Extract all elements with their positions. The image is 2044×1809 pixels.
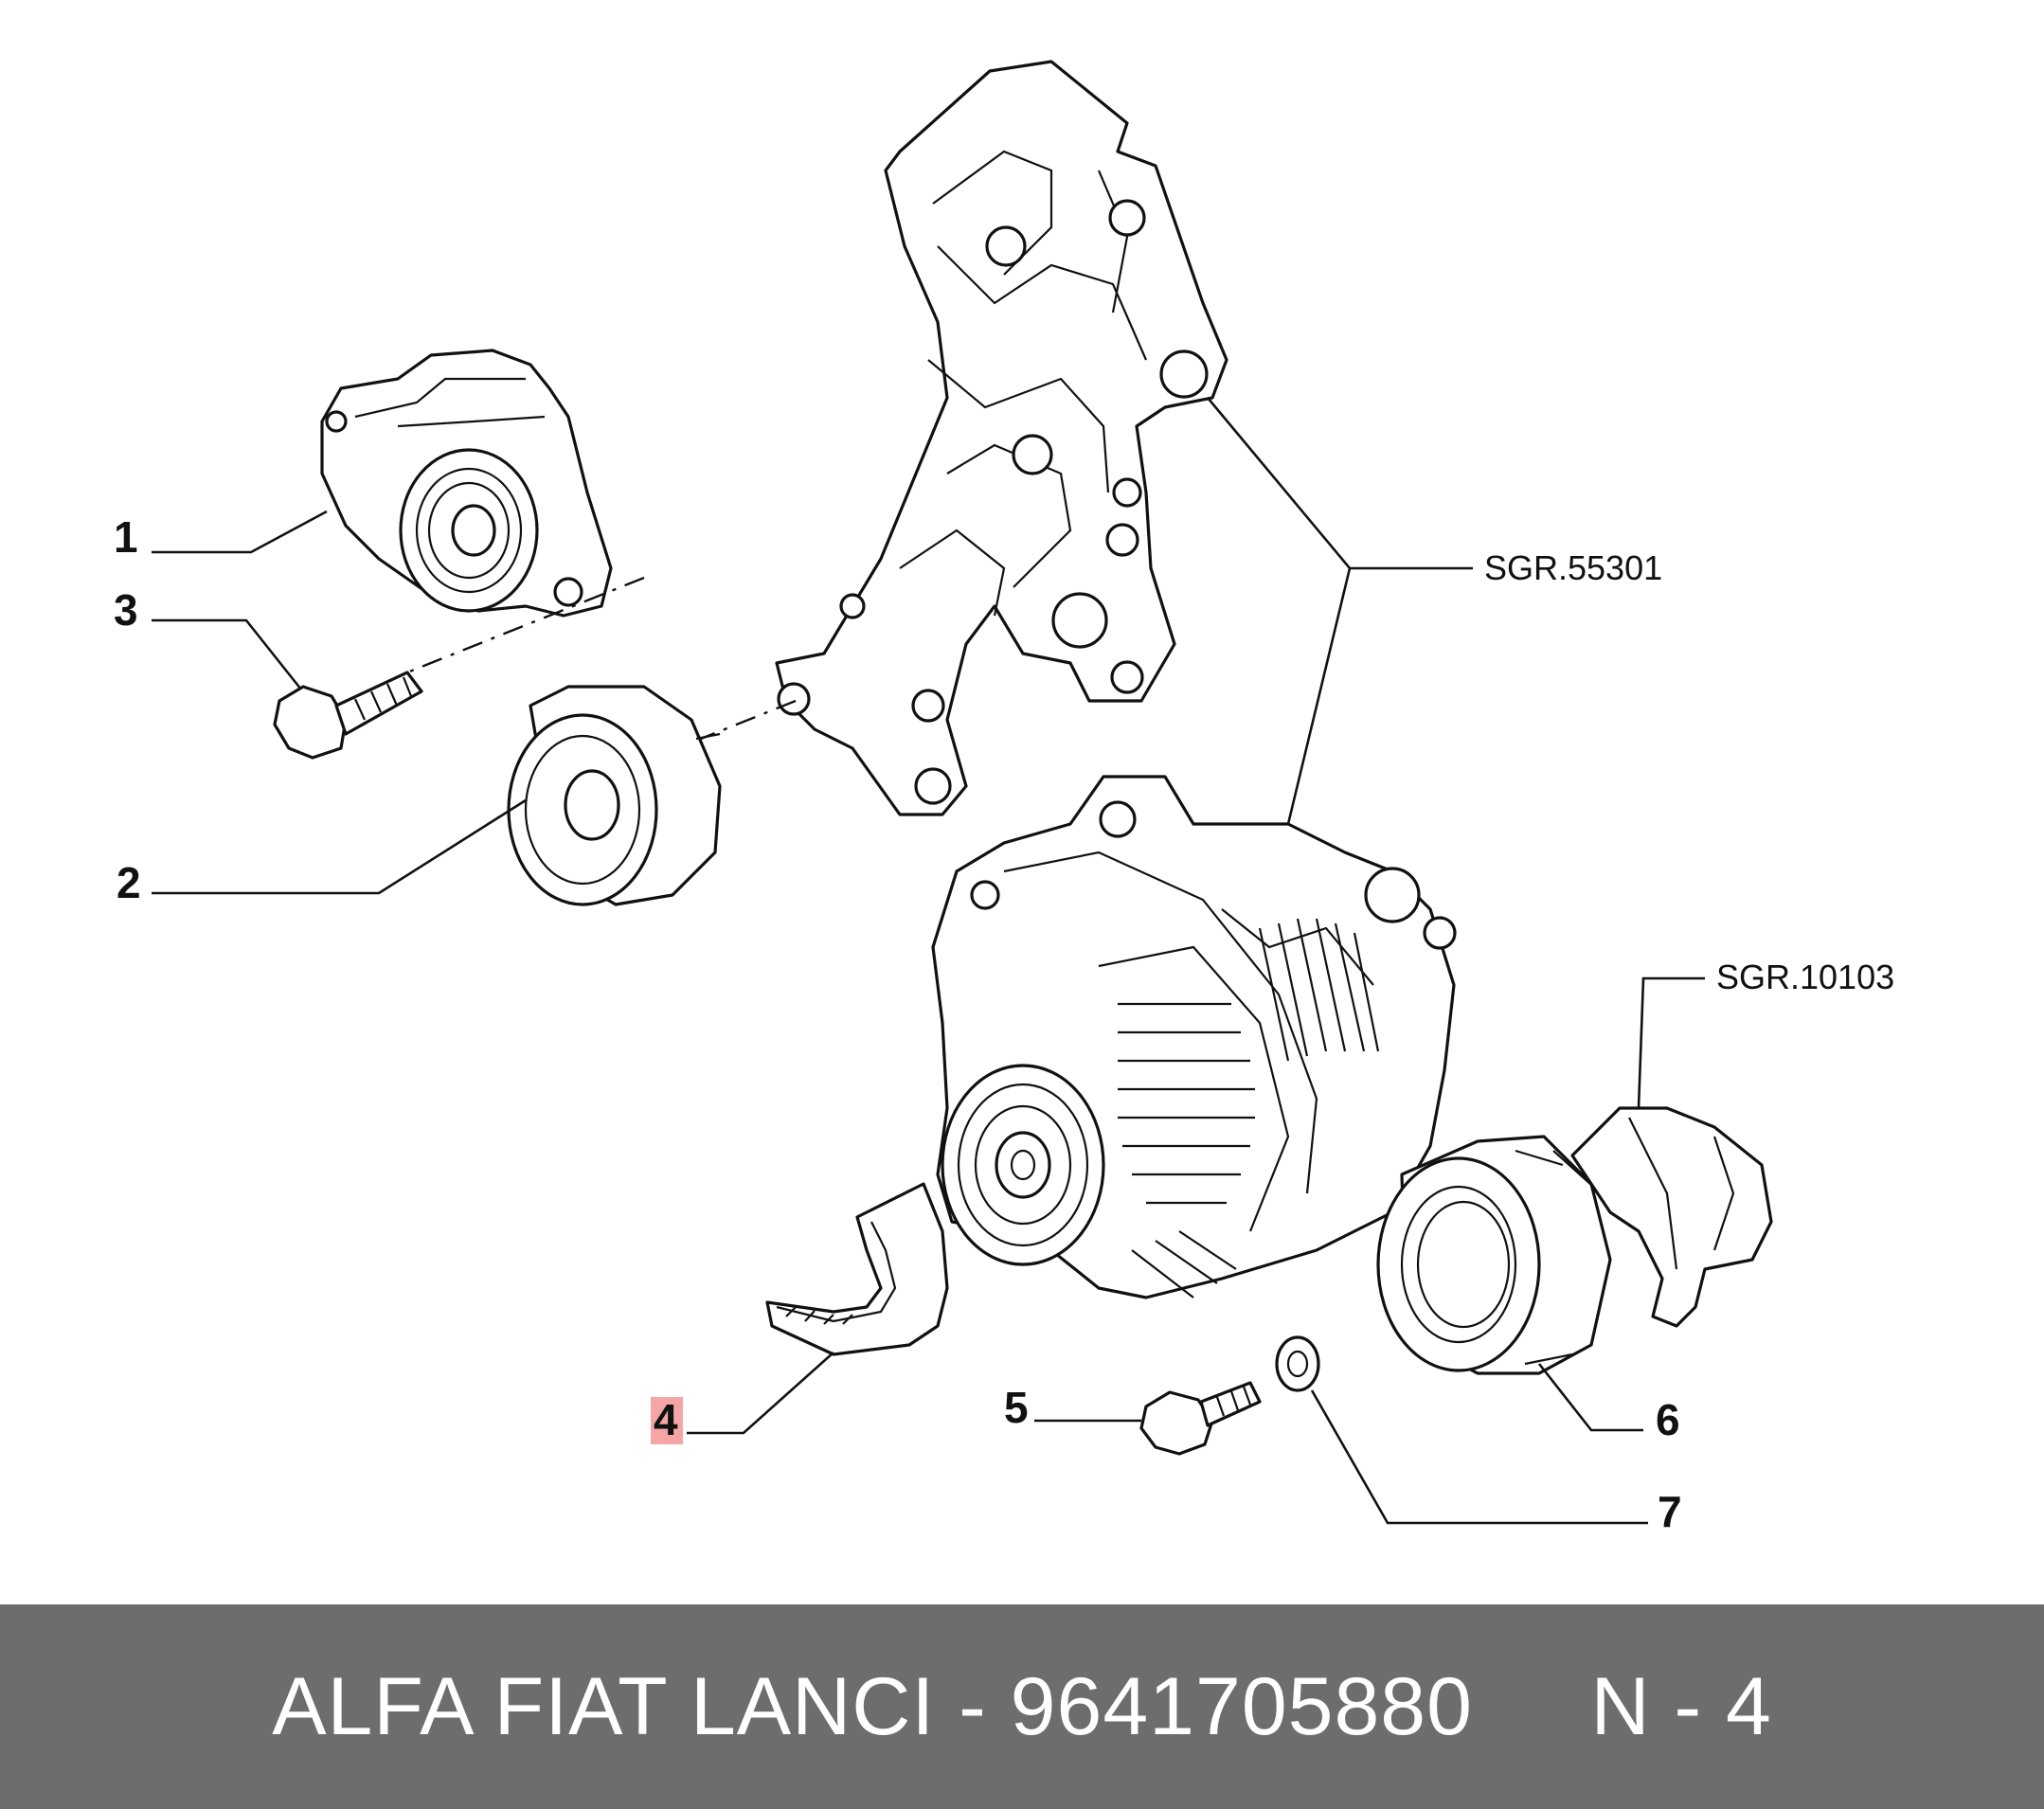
- leader-2: [152, 798, 527, 895]
- pulley-bolt: [1139, 1381, 1262, 1456]
- pulley-cover: [1570, 1106, 1773, 1328]
- tensioner-bolt: [273, 671, 423, 760]
- poly-v-belt: [765, 1182, 949, 1356]
- reference-sgr-55301[interactable]: SGR.55301: [1484, 548, 1662, 587]
- overrunning-pulley: [1376, 1135, 1612, 1375]
- callout-4[interactable]: 4: [654, 1395, 678, 1444]
- callout-4-highlight: [651, 1397, 683, 1444]
- callout-3[interactable]: 3: [114, 585, 138, 635]
- leader-sgr10103: [1637, 976, 1705, 1109]
- callout-2[interactable]: 2: [117, 858, 141, 907]
- leader-4: [687, 1352, 834, 1435]
- alternator: [931, 775, 1457, 1299]
- callout-7[interactable]: 7: [1658, 1487, 1682, 1536]
- leader-6: [1537, 1363, 1643, 1432]
- idler-pulley: [507, 685, 722, 906]
- footer-position-text: N - 4: [1590, 1660, 1772, 1752]
- reference-sgr-10103[interactable]: SGR.10103: [1716, 958, 1894, 996]
- leader-3: [152, 618, 303, 690]
- part-number-footer: ALFA FIAT LANCI - 9641705880 N - 4: [0, 1604, 2044, 1809]
- leader-1: [152, 510, 328, 554]
- mounting-bracket: [775, 60, 1228, 816]
- footer-gap: [1473, 1660, 1590, 1754]
- callout-1[interactable]: 1: [114, 512, 138, 562]
- leader-7: [1310, 1389, 1648, 1525]
- callout-6[interactable]: 6: [1656, 1395, 1680, 1444]
- leader-sgr55301: [1207, 397, 1473, 825]
- belt-tensioner: [320, 349, 613, 618]
- exploded-parts-diagram: 1 3 2 4 5 6 7 SGR.55301 SGR.10103: [114, 60, 1894, 1536]
- callout-5[interactable]: 5: [1004, 1383, 1029, 1432]
- footer-part-text: ALFA FIAT LANCI - 9641705880: [272, 1660, 1473, 1752]
- cooling-fins: [1118, 918, 1380, 1205]
- washer: [1275, 1335, 1320, 1392]
- axis-line-pulley: [700, 699, 797, 741]
